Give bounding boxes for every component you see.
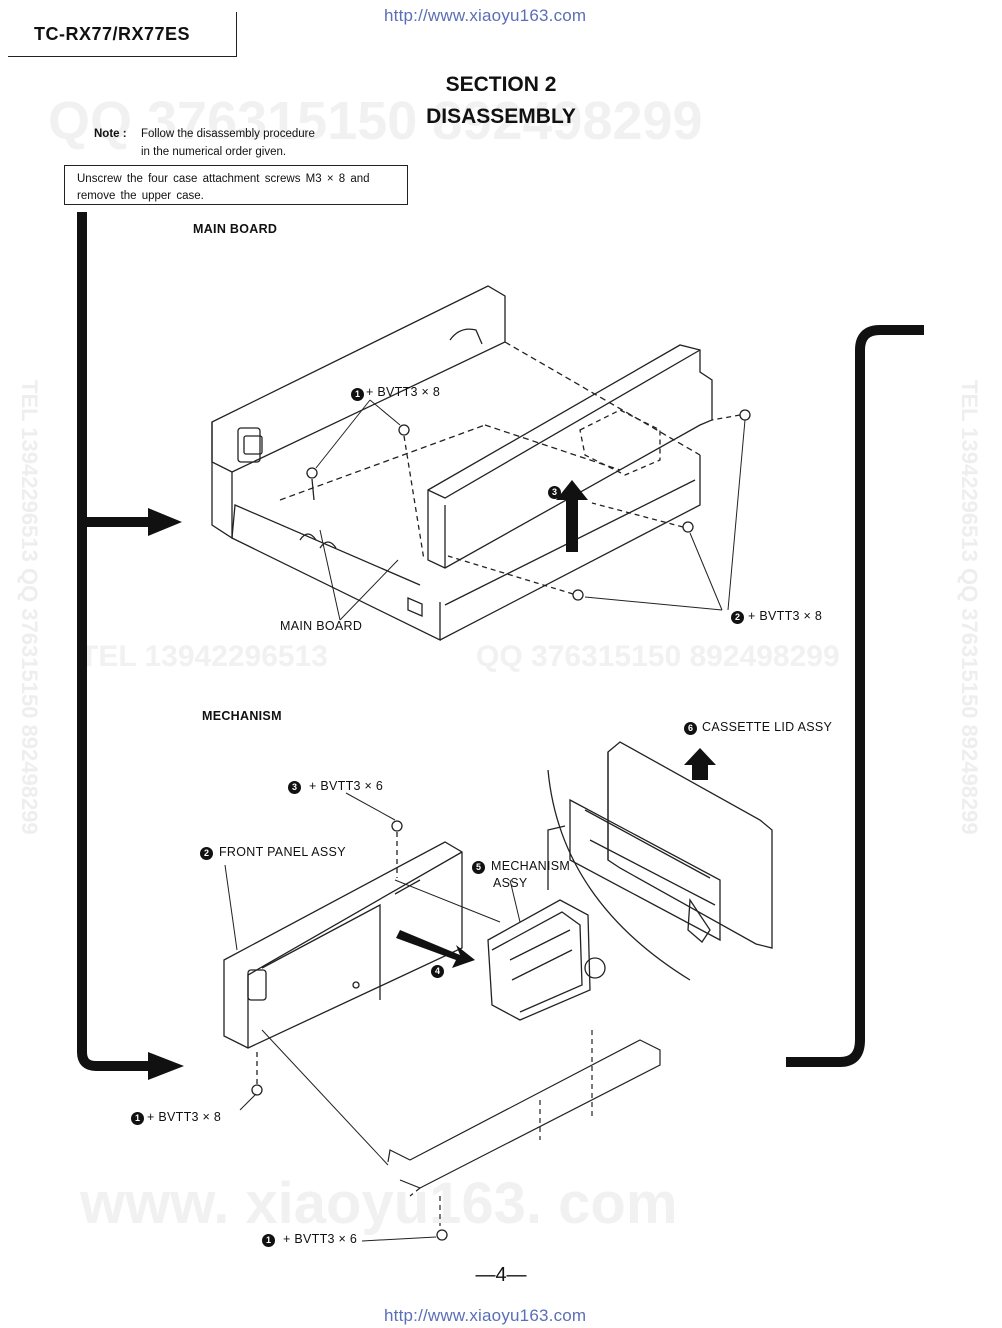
mechanism-title: MECHANISM bbox=[202, 709, 282, 723]
note-line-1: Follow the disassembly procedure bbox=[141, 128, 315, 140]
mechanism-screws bbox=[251, 820, 448, 1241]
mechanism-screw-3-label: + BVTT3 × 6 bbox=[309, 779, 384, 793]
cassette-lid-assy-label: CASSETTE LID ASSY bbox=[702, 720, 833, 734]
step-number-badge: 1 bbox=[262, 1234, 275, 1247]
step-number-badge: 5 bbox=[472, 861, 485, 874]
lift-arrow-main-board bbox=[556, 480, 588, 552]
step-line-1: Unscrew the four case attachment screws … bbox=[77, 173, 370, 185]
step-number-badge: 1 bbox=[131, 1112, 144, 1125]
arrow-to-main-board bbox=[148, 508, 182, 536]
step-number-badge: 2 bbox=[200, 847, 213, 860]
main-board-leaders bbox=[315, 399, 746, 621]
watermark-qq-mid: QQ 376315150 892498299 bbox=[476, 640, 840, 673]
step-number-badge: 4 bbox=[431, 965, 444, 978]
mechanism-screw-1a-label: + BVTT3 × 8 bbox=[147, 1110, 222, 1124]
mechanism-assy-label-line-1: MECHANISM bbox=[491, 859, 571, 873]
main-board-screws bbox=[306, 409, 751, 601]
note-line-2: in the numerical order given. bbox=[141, 146, 287, 158]
mechanism-leaders bbox=[224, 792, 521, 1242]
mechanism-assy-label-line-2: ASSY bbox=[493, 876, 528, 890]
step-instruction-box: Unscrew the four case attachment screws … bbox=[64, 165, 408, 205]
left-flow-bracket bbox=[77, 212, 150, 1071]
watermark-qq-top: QQ 376315150 892498299 bbox=[48, 91, 703, 151]
top-url-link[interactable]: http://www.xiaoyu163.com bbox=[384, 6, 587, 25]
main-board-title: MAIN BOARD bbox=[193, 222, 278, 236]
lift-arrow-cassette-lid bbox=[684, 748, 716, 780]
step-number-badge: 6 bbox=[684, 722, 697, 735]
watermark-www-bottom: www. xiaoyu163. com bbox=[80, 1171, 678, 1236]
step-number-badge: 3 bbox=[548, 486, 561, 499]
main-board-part-label: MAIN BOARD bbox=[280, 619, 363, 633]
section-subtitle: DISASSEMBLY bbox=[426, 105, 576, 128]
step-number-badge: 2 bbox=[731, 611, 744, 624]
model-box bbox=[8, 12, 237, 57]
arrow-to-mechanism bbox=[148, 1052, 184, 1080]
right-flow-bracket bbox=[786, 325, 924, 1067]
section-title: SECTION 2 bbox=[445, 73, 557, 96]
mechanism-assy-drawing bbox=[487, 899, 606, 1021]
cassette-lid-assy-drawing bbox=[547, 741, 773, 981]
main-board-chassis bbox=[211, 285, 713, 642]
pull-arrow-mechanism bbox=[396, 930, 475, 968]
step-number-badge: 1 bbox=[351, 388, 364, 401]
watermark-tel-mid: TEL 13942296513 bbox=[80, 640, 328, 673]
step-line-2: remove the upper case. bbox=[77, 190, 204, 202]
bottom-url-link[interactable]: http://www.xiaoyu163.com bbox=[384, 1306, 587, 1325]
step-number-badge: 3 bbox=[288, 781, 301, 794]
main-board-screw-2-label: + BVTT3 × 8 bbox=[748, 609, 823, 623]
front-panel-assy-drawing bbox=[223, 841, 463, 1049]
model-number: TC-RX77/RX77ES bbox=[34, 24, 191, 44]
mechanism-bottom-chassis bbox=[387, 1030, 661, 1226]
page-number: —4— bbox=[475, 1264, 527, 1286]
main-board-screw-1-label: + BVTT3 × 8 bbox=[366, 385, 441, 399]
front-panel-assy-label: FRONT PANEL ASSY bbox=[219, 845, 346, 859]
note-label: Note : bbox=[94, 128, 127, 140]
mechanism-screw-1b-label: + BVTT3 × 6 bbox=[283, 1232, 358, 1246]
